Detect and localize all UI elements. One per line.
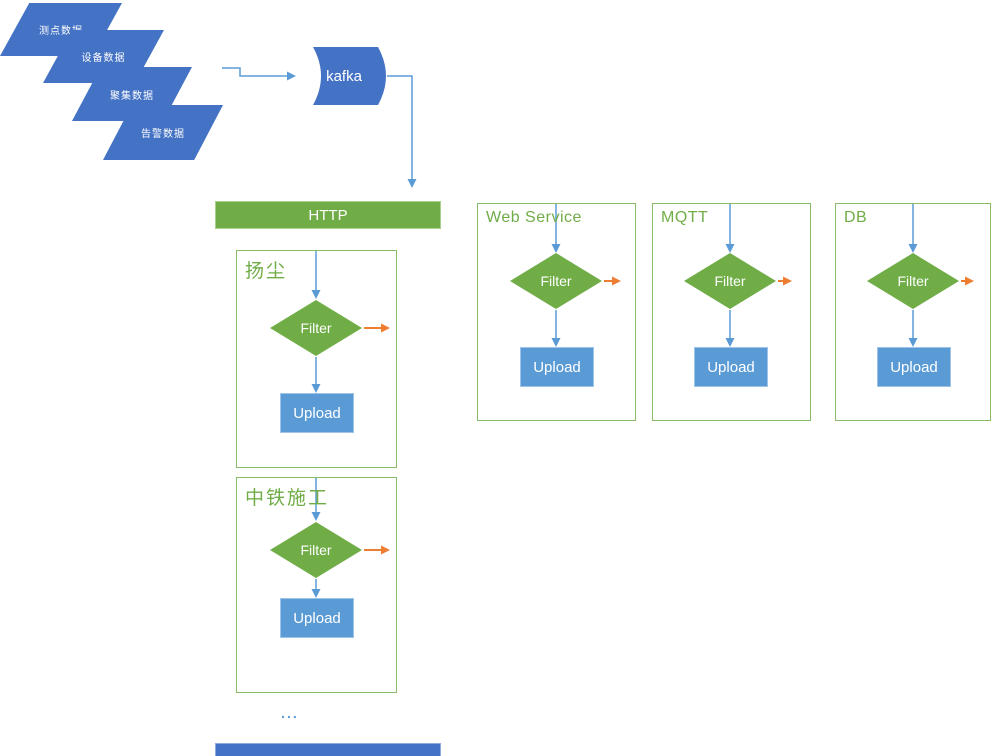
filter-label: Filter [897,273,929,289]
arrowhead-icon [311,290,321,299]
arrowhead-icon [965,276,974,286]
channel-label: 中铁施工 [245,488,330,509]
arrowhead-icon [612,276,621,286]
filter-diamond: Filter [867,253,959,309]
filter-diamond: Filter [270,300,362,356]
upload-label: Upload [890,358,938,376]
filter-label: Filter [300,320,332,336]
arrowhead-icon [908,338,918,347]
filter-label: Filter [714,273,746,289]
data-source-label: 告警数据 [141,129,185,140]
arrowhead-icon [783,276,792,286]
upload-box: Upload [280,393,354,433]
kafka-label: kafka [326,67,362,85]
channel-box-mqtt: MQTT Filter Upload [652,203,811,421]
arrowhead-icon [725,338,735,347]
filter-diamond: Filter [510,253,602,309]
arrowhead-icon [311,589,321,598]
channel-box-zhongtie: 中铁施工 Filter Upload [236,477,397,693]
arrowhead-icon [381,323,390,333]
arrowhead-icon [381,545,390,555]
arrowhead-icon [725,244,735,253]
data-source-label: 聚集数据 [110,90,154,102]
channel-label: 扬尘 [245,261,288,282]
arrowhead-icon [311,384,321,393]
upload-label: Upload [533,358,581,376]
stored-data-shape [313,47,386,105]
data-source-label: 测点数据 [39,26,83,37]
upload-box: Upload [520,347,594,387]
arrowhead-icon [287,71,296,81]
filter-label: Filter [300,542,332,558]
upload-label: Upload [707,358,755,376]
channel-box-yangchen: 扬尘 Filter Upload [236,250,397,468]
http-gateway-bar: HTTP [215,201,441,229]
upload-box: Upload [694,347,768,387]
bottom-bar [215,743,441,756]
upload-label: Upload [293,609,341,627]
http-gateway-label: HTTP [308,206,348,224]
filter-diamond: Filter [270,522,362,578]
upload-box: Upload [877,347,951,387]
kafka-store-shape [298,45,396,107]
arrowhead-icon [311,512,321,521]
filter-label: Filter [540,273,572,289]
channel-label: Web Service [486,209,582,226]
arrowhead-icon [551,244,561,253]
arrowhead-icon [551,338,561,347]
filter-diamond: Filter [684,253,776,309]
upload-box: Upload [280,598,354,638]
data-source-label: 设备数据 [81,53,126,64]
channel-box-webservice: Web Service Filter Upload [477,203,636,421]
arrow-kafka-to-http [387,75,413,179]
more-channels-ellipsis: ... [281,705,299,721]
arrow-sources-to-kafka [222,67,287,77]
upload-label: Upload [293,404,341,422]
channel-label: MQTT [661,209,709,226]
channel-label: DB [844,209,868,226]
arrowhead-icon [407,179,417,188]
arrowhead-icon [908,244,918,253]
channel-box-db: DB Filter Upload [835,203,991,421]
